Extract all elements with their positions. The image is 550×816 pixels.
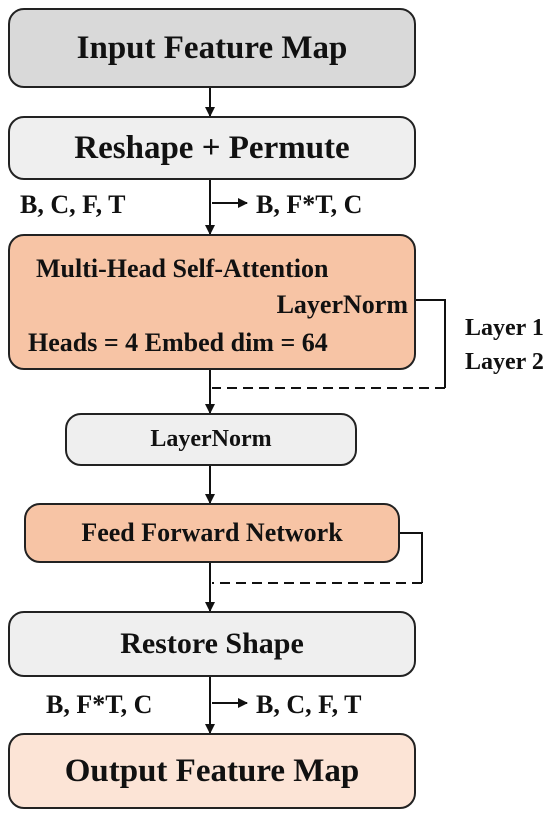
input-feature-map-label: Input Feature Map [76,29,348,66]
mhsa-params: Heads = 4 Embed dim = 64 [28,328,328,357]
multi-head-self-attention-box: Multi-Head Self-Attention LayerNorm Head… [8,234,416,370]
restore-shape-label: Restore Shape [120,627,304,660]
output-feature-map-box: Output Feature Map [8,733,416,809]
shape-input-label-1: B, C, F, T [20,190,126,219]
input-feature-map-box: Input Feature Map [8,8,416,88]
reshape-permute-box: Reshape + Permute [8,116,416,180]
mhsa-layernorm-label: LayerNorm [276,290,408,319]
shape-output-label-1: B, F*T, C [256,190,363,219]
shape-input-label-2: B, F*T, C [46,690,153,719]
reshape-permute-label: Reshape + Permute [74,129,350,166]
layer-1-label: Layer 1 [465,315,544,341]
feed-forward-network-box: Feed Forward Network [24,503,400,563]
mhsa-title: Multi-Head Self-Attention [36,254,329,283]
restore-shape-box: Restore Shape [8,611,416,677]
layernorm-box: LayerNorm [65,413,357,466]
residual-connection-1 [415,299,446,388]
output-feature-map-label: Output Feature Map [64,752,360,789]
feed-forward-network-label: Feed Forward Network [81,518,343,547]
residual-connection-2 [400,532,423,583]
layernorm-label: LayerNorm [150,426,272,452]
layer-2-label: Layer 2 [465,349,544,375]
shape-output-label-2: B, C, F, T [256,690,362,719]
